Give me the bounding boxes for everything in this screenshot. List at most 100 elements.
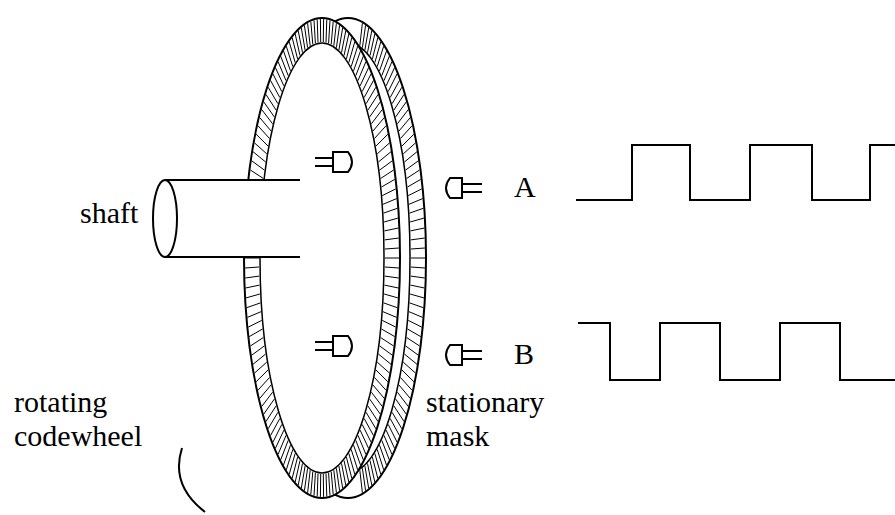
slot-stroke (253, 152, 266, 162)
slot-stroke (247, 312, 261, 318)
slot-stroke (382, 179, 395, 187)
slot-stroke (246, 285, 260, 288)
slot-stroke (304, 468, 307, 490)
slot-stroke (411, 285, 425, 288)
slot-stroke (329, 20, 330, 43)
slot-stroke (384, 208, 398, 213)
slot-stroke (255, 362, 267, 373)
slot-stroke (301, 28, 305, 50)
slot-stroke (408, 320, 421, 327)
slot-stroke (256, 370, 268, 382)
slot-stroke (250, 338, 263, 347)
slot-stroke (323, 19, 324, 42)
slot-stroke (384, 62, 392, 81)
slot-stroke (392, 412, 402, 429)
slot-stroke (268, 412, 278, 429)
slot-stroke (380, 161, 393, 170)
slot-stroke (365, 28, 369, 50)
part-name: stationary mask (426, 385, 576, 453)
slot-stroke (308, 23, 311, 46)
slot-stroke (334, 470, 337, 493)
slot-stroke (308, 470, 311, 493)
slot-stroke (284, 445, 291, 465)
slot-stroke (386, 430, 395, 448)
slot-stroke (278, 435, 286, 454)
slot-stroke (376, 370, 388, 382)
slot-stroke (250, 170, 263, 179)
slot-stroke (411, 267, 425, 268)
slot-stroke (406, 161, 419, 170)
slot-stroke (317, 20, 319, 43)
slot-stroke (329, 473, 330, 496)
slot-stroke (252, 161, 265, 170)
slot-stroke (406, 346, 419, 355)
slot-stroke (356, 56, 364, 75)
slot-stroke (362, 468, 365, 490)
slot-stroke (388, 74, 397, 92)
slot-stroke (380, 445, 387, 465)
signal-name: B (514, 337, 534, 371)
slot-stroke (378, 152, 391, 162)
signal-b-waveform (578, 323, 895, 380)
slot-stroke (249, 329, 262, 337)
slot-stroke (382, 329, 395, 337)
slot-stroke (378, 354, 391, 364)
slot-stroke (358, 62, 366, 81)
slot-stroke (383, 199, 397, 205)
slot-stroke (362, 25, 365, 47)
slot-stroke (377, 46, 384, 66)
slot-stroke (364, 80, 373, 97)
slot-stroke (403, 143, 415, 154)
slot-stroke (365, 466, 369, 488)
slot-stroke (384, 218, 398, 222)
slot-stroke (402, 370, 414, 382)
slot-stroke (273, 424, 282, 442)
slot-stroke (404, 152, 417, 162)
slot-stroke (377, 143, 389, 154)
slot-stroke (368, 406, 378, 422)
slot-stroke (245, 267, 259, 268)
slot-stroke (320, 19, 321, 42)
slot-stroke (411, 248, 425, 249)
slot-stroke (411, 238, 425, 240)
slot-stroke (408, 179, 421, 187)
slot-stroke (314, 20, 315, 43)
slot-stroke (392, 87, 402, 104)
slot-stroke (351, 46, 358, 66)
slot-stroke (275, 68, 284, 86)
slot-stroke (275, 430, 284, 448)
slot-stroke (304, 25, 307, 47)
slot-stroke (385, 285, 399, 288)
slot-stroke (382, 189, 395, 196)
slot-stroke (258, 378, 270, 391)
slot-stroke (326, 20, 328, 43)
slot-stroke (268, 87, 278, 104)
emitter-b (315, 336, 352, 356)
slot-stroke (246, 294, 260, 298)
slot-stroke (404, 354, 417, 364)
slot-stroke (362, 74, 371, 92)
slot-stroke (356, 440, 364, 459)
slot-stroke (271, 419, 280, 436)
slot-stroke (377, 362, 389, 373)
slot-stroke (390, 419, 399, 436)
slot-stroke (364, 419, 373, 436)
shaft-label: shaft (80, 196, 138, 230)
slot-stroke (336, 468, 339, 490)
slot-stroke (360, 470, 363, 493)
slot-stroke (382, 56, 390, 75)
slot-stroke (380, 51, 387, 71)
slot-stroke (331, 22, 333, 45)
slot-stroke (410, 218, 424, 222)
slot-stroke (409, 199, 423, 205)
slot-stroke (256, 134, 268, 146)
slot-stroke (358, 435, 366, 454)
slot-stroke (362, 424, 371, 442)
slot-stroke (323, 474, 324, 497)
slot-stroke (281, 440, 289, 459)
slot-stroke (408, 329, 421, 337)
signal-name: A (514, 170, 536, 204)
slot-stroke (320, 474, 321, 497)
slot-stroke (403, 362, 415, 373)
